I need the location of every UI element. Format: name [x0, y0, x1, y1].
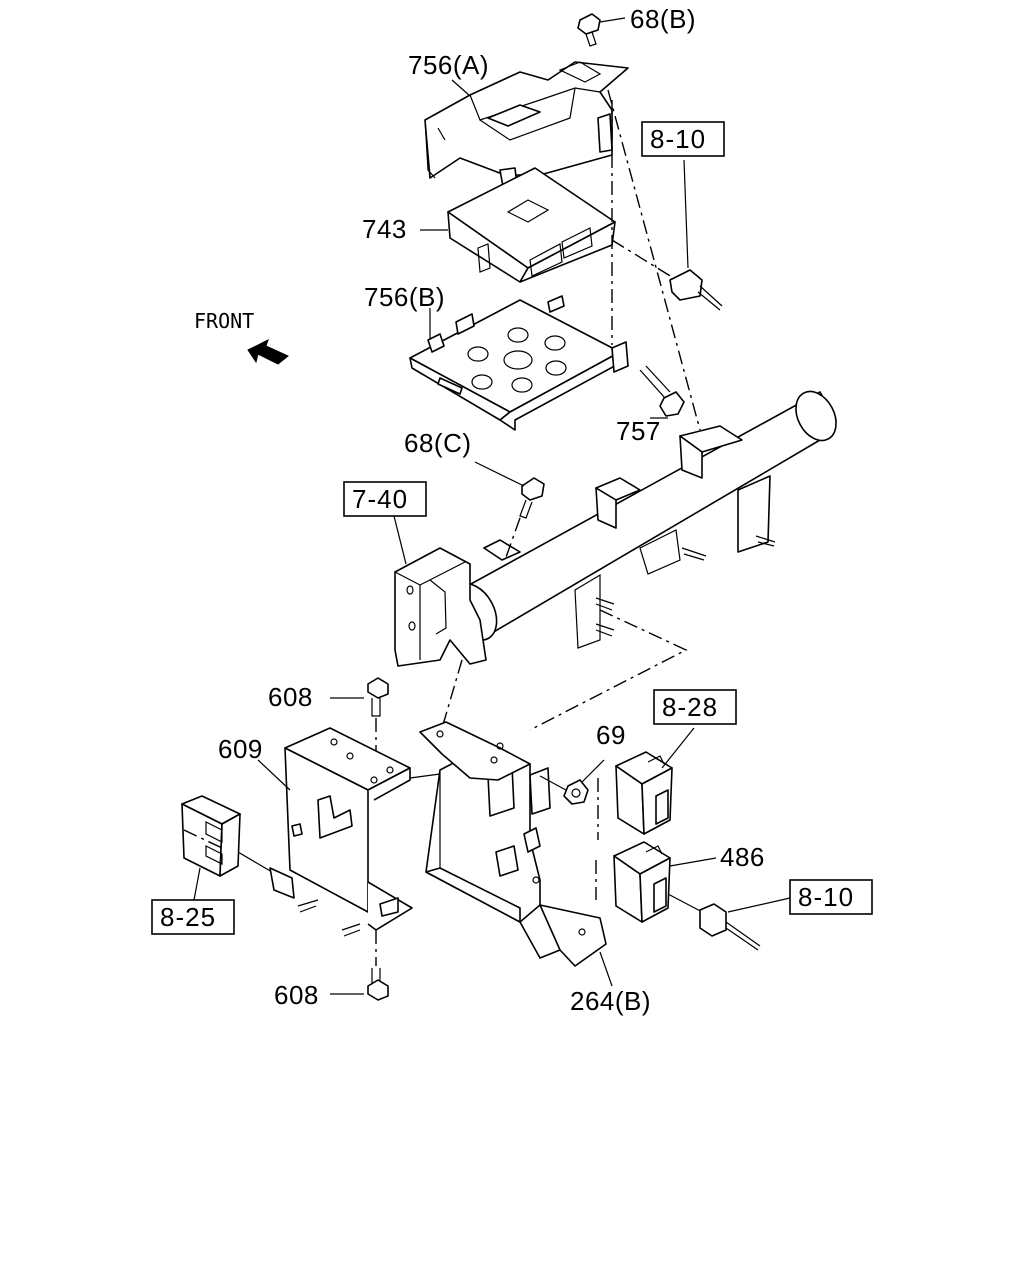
bracket-609 — [237, 727, 441, 937]
front-arrow-icon — [247, 339, 289, 365]
callout-756b: 756(B) — [364, 282, 445, 312]
connector-8-10-bottom — [699, 897, 791, 951]
reference-8-10-bottom: 8-10 — [798, 882, 854, 912]
reference-8-28: 8-28 — [662, 692, 718, 722]
callout-69: 69 — [596, 720, 626, 750]
callout-608-top: 608 — [268, 682, 313, 712]
bolt-757 — [639, 365, 685, 419]
callout-743: 743 — [362, 214, 407, 244]
reference-box-7-40[interactable]: 7-40 — [343, 481, 427, 517]
nut-69 — [539, 759, 605, 805]
reference-box-8-10-top[interactable]: 8-10 — [641, 121, 725, 157]
bracket-756a — [424, 61, 629, 199]
callout-68c: 68(C) — [404, 428, 472, 458]
relay-8-25 — [181, 795, 241, 901]
callout-608-bottom: 608 — [274, 980, 319, 1010]
callout-609: 609 — [218, 734, 263, 764]
block-7-40 — [392, 511, 487, 667]
front-label: FRONT — [194, 309, 254, 333]
connector-8-10-top — [669, 159, 723, 311]
bolt-68b — [577, 13, 626, 47]
bolt-608-bottom — [330, 930, 389, 1001]
bolt-68c — [474, 461, 545, 561]
module-8-28 — [597, 727, 695, 840]
reference-box-8-28[interactable]: 8-28 — [653, 689, 737, 725]
bolt-608-top — [330, 677, 389, 780]
callout-486: 486 — [720, 842, 765, 872]
reference-box-8-10-bottom[interactable]: 8-10 — [789, 879, 873, 915]
bracket-264b — [419, 721, 613, 987]
control-unit-743 — [420, 167, 616, 283]
module-486 — [595, 841, 717, 923]
reference-7-40: 7-40 — [352, 484, 408, 514]
reference-8-25: 8-25 — [160, 902, 216, 932]
callout-756a: 756(A) — [408, 50, 489, 80]
callout-264b: 264(B) — [570, 986, 651, 1016]
callout-757: 757 — [616, 416, 661, 446]
tray-756b — [409, 295, 629, 431]
callout-68b: 68(B) — [630, 4, 696, 34]
reference-box-8-25[interactable]: 8-25 — [151, 899, 235, 935]
reference-8-10-top: 8-10 — [650, 124, 706, 154]
